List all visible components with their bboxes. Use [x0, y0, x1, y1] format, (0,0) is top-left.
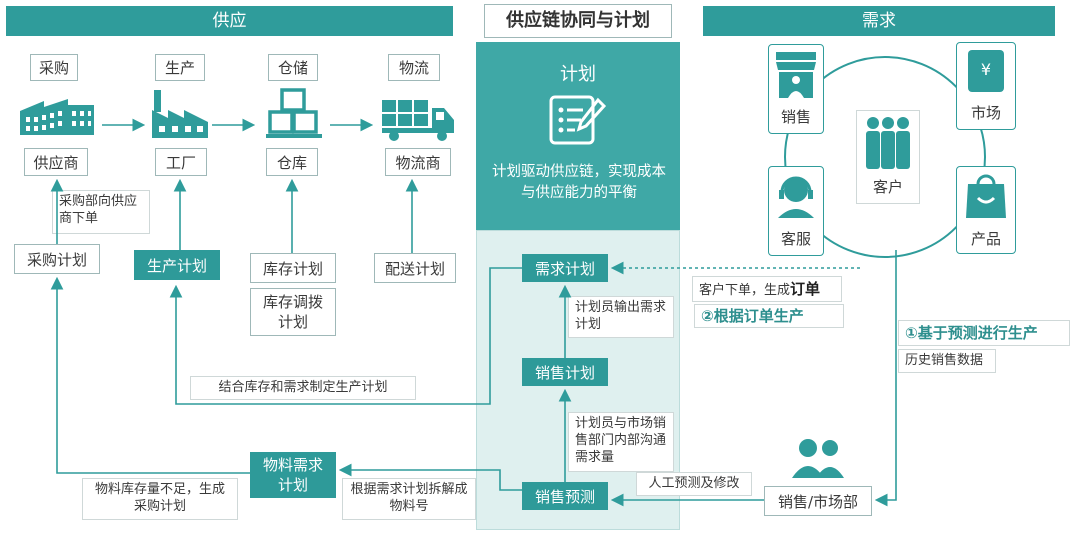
logistics-node: 物流商: [385, 148, 451, 176]
purchase-plan: 采购计划: [14, 244, 100, 274]
center-header: 供应链协同与计划: [484, 4, 672, 38]
order-note-prefix: 客户下单，生成: [699, 283, 791, 298]
material-plan: 物料需求计划: [250, 452, 336, 498]
planning-desc: 计划驱动供应链，实现成本与供应能力的平衡: [492, 164, 666, 201]
purchase-order-note: 采购部向供应商下单: [52, 190, 150, 234]
customers-icon: [860, 114, 916, 176]
planning-panel-top: [476, 42, 680, 230]
team-icon: [790, 436, 846, 490]
headset-icon: [774, 172, 818, 224]
planning-title: 计划: [560, 64, 596, 85]
by-order-label: ②根据订单生产: [694, 304, 844, 328]
stage-label-storage: 仓储: [268, 54, 318, 81]
shortage-note: 物料库存量不足，生成采购计划: [82, 478, 238, 520]
truck-icon: [380, 96, 456, 146]
manual-forecast-note: 人工预测及修改: [636, 472, 752, 496]
factory-node: 工厂: [155, 148, 207, 176]
svg-text:¥: ¥: [981, 60, 991, 79]
sales-node: 销售: [780, 108, 811, 126]
demand-plan-note: 计划员输出需求计划: [568, 296, 674, 338]
by-forecast-label: ①基于预测进行生产: [898, 320, 1070, 346]
market-node: 市场: [970, 104, 1001, 122]
boxes-icon: [266, 86, 322, 144]
shop-icon: [774, 50, 818, 104]
stage-label-logistics: 物流: [388, 54, 440, 81]
demand-header: 需求: [703, 6, 1055, 36]
building-icon: [18, 93, 96, 141]
product-node: 产品: [970, 230, 1001, 248]
factory-icon: [150, 86, 210, 144]
history-note: 历史销售数据: [898, 349, 996, 373]
service-node: 客服: [780, 230, 811, 248]
warehouse-node: 仓库: [266, 148, 318, 176]
supply-header: 供应: [6, 6, 453, 36]
bag-icon: [964, 172, 1008, 224]
sales-forecast: 销售预测: [522, 482, 608, 510]
stage-label-purchase: 采购: [30, 54, 78, 81]
ticket-icon: ¥: [964, 48, 1008, 98]
order-note: 客户下单，生成订单: [692, 276, 842, 302]
sales-plan: 销售计划: [522, 358, 608, 386]
stage-label-production: 生产: [155, 54, 205, 81]
supplier-node: 供应商: [24, 148, 88, 176]
sales-market-dept: 销售/市场部: [764, 486, 872, 516]
customer-node: 客户: [872, 178, 903, 196]
order-note-bold: 订单: [790, 280, 821, 298]
demand-plan: 需求计划: [522, 254, 608, 282]
sales-plan-note: 计划员与市场销售部门内部沟通需求量: [568, 412, 674, 472]
checklist-icon: [548, 94, 608, 152]
